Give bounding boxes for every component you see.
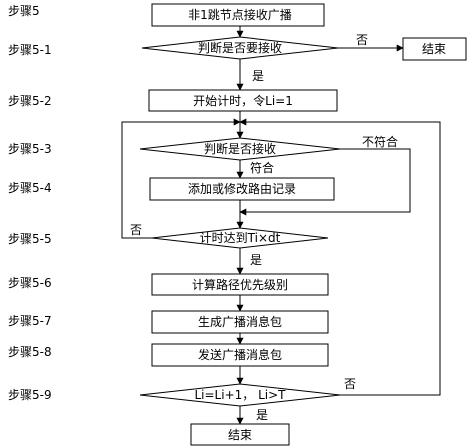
- step-label-5-2: 步骤5-2: [8, 94, 52, 108]
- step-label-5-1: 步骤5-1: [8, 43, 52, 57]
- label-no-timer: 否: [130, 223, 142, 237]
- text-compute-priority: 计算路径优先级别: [192, 277, 288, 292]
- step-label-5-3: 步骤5-3: [8, 142, 52, 156]
- step-label-5-6: 步骤5-6: [8, 276, 52, 290]
- text-receive-broadcast: 非1跳节点接收广播: [188, 7, 292, 22]
- step-label-5-5: 步骤5-5: [8, 232, 52, 246]
- label-yes-1: 是: [252, 69, 264, 83]
- node-texts: 非1跳节点接收广播 判断是否要接收 结束 开始计时，令Li=1 判断是否接收 添…: [188, 7, 446, 442]
- step-label-5-7: 步骤5-7: [8, 314, 52, 328]
- edge-labels: 否 是 不符合 符合 否 是 否 是: [130, 33, 398, 422]
- step-label-5-4: 步骤5-4: [8, 181, 52, 195]
- edge-accept-not-match: [239, 148, 411, 216]
- text-timer-reached: 计时达到Ti×dt: [200, 231, 281, 245]
- label-match: 符合: [250, 160, 274, 175]
- label-yes-loop: 是: [256, 408, 268, 422]
- step-labels: 步骤5 步骤5-1 步骤5-2 步骤5-3 步骤5-4 步骤5-5 步骤5-6 …: [8, 4, 52, 402]
- text-end-top: 结束: [422, 42, 446, 56]
- step-label-5-8: 步骤5-8: [8, 345, 52, 359]
- step-label-5: 步骤5: [8, 4, 40, 18]
- label-no-loop: 否: [344, 377, 356, 391]
- edge-timer-no-left: [121, 232, 152, 239]
- text-add-modify-route: 添加或修改路由记录: [188, 181, 296, 196]
- box-receive-broadcast: [151, 3, 325, 27]
- step-label-5-9: 步骤5-9: [8, 388, 52, 402]
- text-loop-check: Li=Li+1， Li>T: [194, 388, 286, 402]
- text-judge-accept: 判断是否接收: [204, 141, 276, 156]
- text-send-packet: 发送广播消息包: [198, 347, 282, 362]
- edge-loop-no: [239, 118, 441, 396]
- label-yes-timer: 是: [250, 253, 262, 267]
- text-generate-packet: 生成广播消息包: [198, 314, 282, 329]
- connectors: [121, 26, 441, 425]
- label-no-top: 否: [356, 33, 368, 47]
- text-end-bottom: 结束: [228, 428, 252, 442]
- text-start-timer: 开始计时，令Li=1: [193, 93, 293, 108]
- label-not-match: 不符合: [362, 134, 398, 149]
- edge-timer-no-loop: [121, 118, 241, 232]
- text-judge-need-receive: 判断是否要接收: [198, 40, 282, 55]
